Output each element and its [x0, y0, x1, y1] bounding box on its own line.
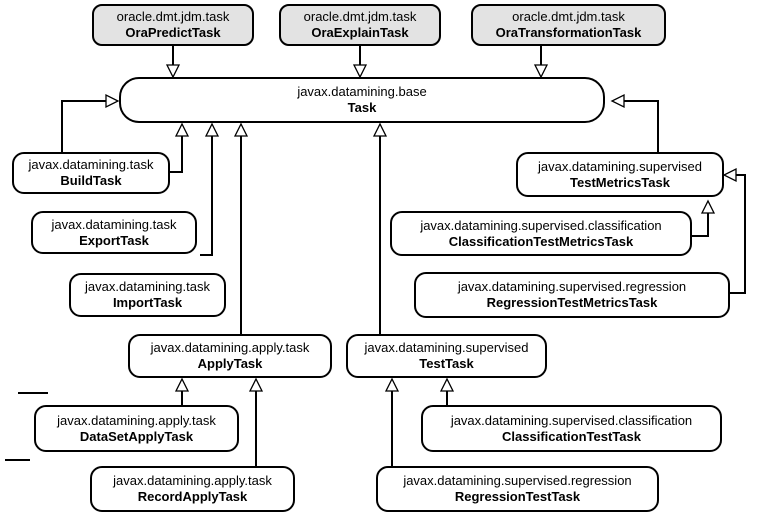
edge-reg-test-to-test	[384, 377, 400, 466]
edge-class-test-to-test	[439, 377, 455, 405]
node-classification-test-metrics-task: javax.datamining.supervised.classificati…	[390, 211, 692, 256]
node-regression-test-metrics-task: javax.datamining.supervised.regression R…	[414, 272, 730, 318]
node-package: javax.datamining.supervised.classificati…	[420, 217, 662, 233]
node-build-task: javax.datamining.task BuildTask	[12, 152, 170, 194]
node-ora-transformation-task: oracle.dmt.jdm.task OraTransformationTas…	[471, 4, 666, 46]
edge-test-to-task	[372, 122, 388, 334]
node-regression-test-task: javax.datamining.supervised.regression R…	[376, 466, 659, 512]
node-class-name: OraTransformationTask	[495, 25, 642, 40]
node-class-name: ClassificationTestMetricsTask	[448, 233, 634, 249]
node-ora-predict-task: oracle.dmt.jdm.task OraPredictTask	[92, 4, 254, 46]
node-class-name: RegressionTestTask	[454, 489, 581, 504]
node-package: oracle.dmt.jdm.task	[116, 9, 230, 24]
node-package: javax.datamining.supervised	[537, 158, 703, 174]
node-package: javax.datamining.apply.task	[150, 340, 310, 355]
node-package: javax.datamining.supervised	[364, 340, 529, 355]
node-class-name: ClassificationTestTask	[502, 428, 641, 444]
node-ora-explain-task: oracle.dmt.jdm.task OraExplainTask	[279, 4, 441, 46]
node-class-name: OraPredictTask	[125, 25, 221, 40]
edge-import-to-task	[200, 122, 220, 256]
node-class-name: ImportTask	[112, 295, 183, 310]
node-class-name: DataSetApplyTask	[79, 428, 194, 444]
node-class-name: OraExplainTask	[311, 25, 409, 40]
node-export-task: javax.datamining.task ExportTask	[31, 211, 197, 254]
node-class-name: BuildTask	[60, 173, 122, 188]
node-package: javax.datamining.supervised.regression	[457, 279, 687, 294]
node-package: oracle.dmt.jdm.task	[303, 9, 417, 24]
node-class-name: RegressionTestMetricsTask	[486, 295, 658, 310]
edge-test-metrics-to-task	[610, 93, 659, 152]
node-apply-task: javax.datamining.apply.task ApplyTask	[128, 334, 332, 378]
node-import-task: javax.datamining.task ImportTask	[69, 273, 226, 317]
node-class-name: TestTask	[419, 356, 474, 371]
edge-reg-test-metrics-to-test-metrics	[722, 167, 746, 294]
edge-apply-to-task	[233, 122, 249, 334]
edge-ora-transform-to-task	[533, 45, 549, 79]
node-class-name: RecordApplyTask	[137, 489, 248, 504]
node-class-name: Task	[347, 100, 377, 115]
node-package: javax.datamining.task	[51, 216, 177, 232]
edge-record-apply-to-apply	[248, 377, 264, 466]
node-package: javax.datamining.supervised.regression	[403, 473, 632, 488]
node-package: javax.datamining.base	[297, 84, 427, 99]
edge-ora-explain-to-task	[352, 45, 368, 79]
edge-build-to-task	[61, 93, 120, 152]
edge-dataset-apply-to-apply	[174, 377, 190, 405]
node-test-task: javax.datamining.supervised TestTask	[346, 334, 547, 378]
node-package: javax.datamining.task	[84, 279, 210, 294]
node-class-name: ExportTask	[79, 232, 149, 248]
node-task: javax.datamining.base Task	[119, 77, 605, 123]
node-package: javax.datamining.apply.task	[113, 473, 272, 488]
node-dataset-apply-task: javax.datamining.apply.task DataSetApply…	[34, 405, 239, 452]
edge-export-to-task	[170, 122, 190, 173]
edge-ora-predict-to-task	[165, 45, 181, 79]
node-package: oracle.dmt.jdm.task	[512, 9, 625, 24]
node-test-metrics-task: javax.datamining.supervised TestMetricsT…	[516, 152, 724, 197]
node-record-apply-task: javax.datamining.apply.task RecordApplyT…	[90, 466, 295, 512]
node-class-name: ApplyTask	[197, 356, 263, 371]
edge-class-test-metrics-to-test-metrics	[691, 199, 716, 237]
node-classification-test-task: javax.datamining.supervised.classificati…	[421, 405, 722, 452]
node-package: javax.datamining.supervised.classificati…	[450, 412, 693, 428]
node-package: javax.datamining.apply.task	[57, 412, 216, 428]
node-class-name: TestMetricsTask	[570, 174, 670, 190]
node-package: javax.datamining.task	[28, 157, 154, 172]
